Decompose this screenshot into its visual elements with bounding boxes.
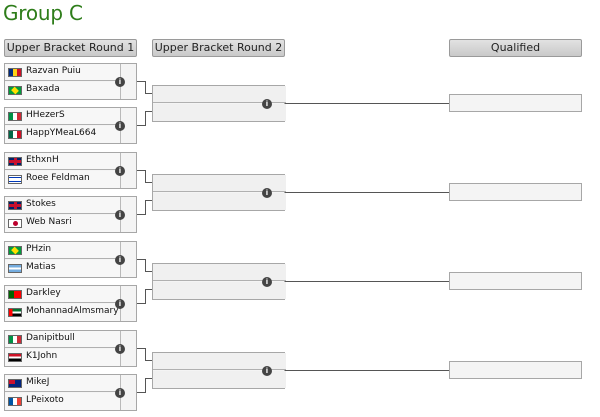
qualified-slot[interactable] [449,361,582,379]
round2-match[interactable]: i [152,352,286,389]
player-slot[interactable] [153,104,286,121]
player-slot[interactable]: HHezerS [5,108,121,125]
round1-header: Upper Bracket Round 1 [4,39,137,57]
player-slot[interactable] [153,282,286,299]
player-name: Roee Feldman [26,173,90,183]
player-name: Web Nasri [26,217,72,227]
qualified-slot[interactable] [449,94,582,112]
argentina-flag-icon [8,264,22,273]
uk-flag-icon [8,201,22,210]
italy-flag-icon [8,335,22,344]
player-slot[interactable]: Darkley [5,286,121,303]
round1-match[interactable]: Danipitbull K1John i [4,330,137,367]
player-slot[interactable]: MikeJ [5,375,121,392]
match-info-icon[interactable]: i [115,255,125,265]
player-name: Stokes [26,199,56,209]
round1-match[interactable]: MikeJ LPeixoto i [4,374,137,411]
romania-flag-icon [8,68,22,77]
match-info-icon[interactable]: i [115,77,125,87]
player-slot[interactable] [153,371,286,388]
match-info-icon[interactable]: i [115,344,125,354]
round2-match[interactable]: i [152,174,286,211]
player-slot[interactable] [153,264,286,281]
player-name: Baxada [26,84,60,94]
match-info-icon[interactable]: i [115,388,125,398]
player-name: MikeJ [26,377,50,387]
round1-match[interactable]: Stokes Web Nasri i [4,196,137,233]
player-slot[interactable] [153,175,286,192]
round2-match[interactable]: i [152,85,286,122]
japan-flag-icon [8,219,22,228]
uk-flag-icon [8,157,22,166]
player-slot[interactable] [153,86,286,103]
round1-match[interactable]: HHezerS HappYMeaL664 i [4,107,137,144]
match-info-icon[interactable]: i [262,188,272,198]
player-slot[interactable]: Razvan Puiu [5,64,121,81]
match-info-icon[interactable]: i [262,366,272,376]
player-slot[interactable] [153,193,286,210]
qualified-header: Qualified [449,39,582,57]
player-name: MohannadAlmsmary [26,306,119,316]
france-flag-icon [8,397,22,406]
player-slot[interactable] [153,353,286,370]
player-slot[interactable]: Roee Feldman [5,171,121,188]
player-name: K1John [26,351,58,361]
player-slot[interactable]: HappYMeaL664 [5,126,121,143]
player-slot[interactable]: Matias [5,260,121,277]
round1-match[interactable]: Razvan Puiu Baxada i [4,63,137,100]
player-slot[interactable]: MohannadAlmsmary [5,304,121,321]
italy-flag-icon [8,112,22,121]
player-slot[interactable]: Baxada [5,82,121,99]
player-name: Matias [26,262,56,272]
qualified-slot[interactable] [449,183,582,201]
round2-header: Upper Bracket Round 2 [152,39,285,57]
qualified-slot[interactable] [449,272,582,290]
player-name: HappYMeaL664 [26,128,97,138]
match-info-icon[interactable]: i [262,277,272,287]
brazil-flag-icon [8,246,22,255]
player-name: PHzin [26,244,52,254]
match-info-icon[interactable]: i [262,99,272,109]
player-name: Darkley [26,288,61,298]
player-slot[interactable]: Stokes [5,197,121,214]
match-info-icon[interactable]: i [115,121,125,131]
player-name: Danipitbull [26,333,75,343]
israel-flag-icon [8,175,22,184]
round2-match[interactable]: i [152,263,286,300]
australia-flag-icon [8,379,22,388]
round1-match[interactable]: PHzin Matias i [4,241,137,278]
player-slot[interactable]: PHzin [5,242,121,259]
player-slot[interactable]: EthxnH [5,153,121,170]
portugal-flag-icon [8,290,22,299]
round1-match[interactable]: EthxnH Roee Feldman i [4,152,137,189]
player-slot[interactable]: K1John [5,349,121,366]
match-info-icon[interactable]: i [115,299,125,309]
player-name: LPeixoto [26,395,64,405]
egypt-flag-icon [8,353,22,362]
round1-match[interactable]: Darkley MohannadAlmsmary i [4,285,137,322]
match-info-icon[interactable]: i [115,166,125,176]
player-slot[interactable]: Danipitbull [5,331,121,348]
player-name: Razvan Puiu [26,66,81,76]
player-slot[interactable]: Web Nasri [5,215,121,232]
group-title: Group C [3,1,83,25]
match-info-icon[interactable]: i [115,210,125,220]
player-slot[interactable]: LPeixoto [5,393,121,410]
player-name: HHezerS [26,110,65,120]
mexico-flag-icon [8,130,22,139]
brazil-flag-icon [8,86,22,95]
player-name: EthxnH [26,155,59,165]
uae-flag-icon [8,308,22,317]
